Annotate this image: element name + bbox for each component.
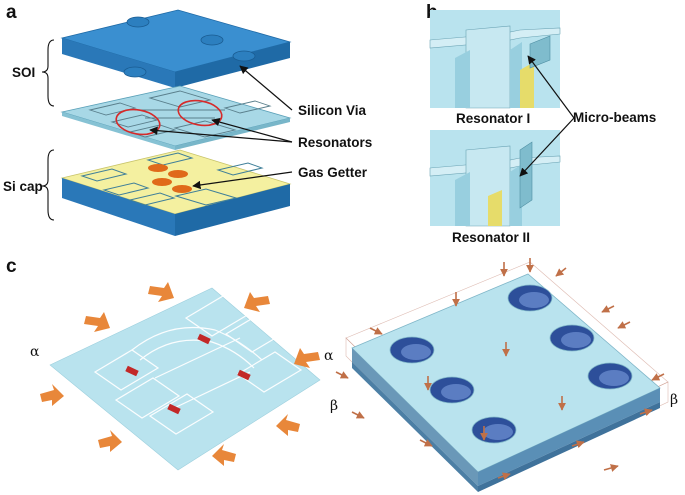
resonators-arrow-1 — [149, 126, 293, 143]
gas-getter — [148, 164, 168, 172]
via-hole — [507, 284, 553, 312]
bc-arrow — [603, 464, 619, 472]
soi-layer — [60, 9, 292, 88]
resonator-2-image — [429, 130, 561, 227]
via-hole — [389, 336, 435, 364]
soi-block-model — [335, 258, 669, 492]
load-arrow — [212, 444, 236, 466]
bc-arrow — [555, 267, 567, 277]
panel-a: a — [3, 2, 372, 236]
bc-arrow — [617, 321, 631, 329]
silicon-via-label: Silicon Via — [298, 103, 367, 118]
panel-letter-a: a — [6, 2, 17, 23]
alpha-right-label: α — [324, 348, 334, 364]
load-arrow — [244, 292, 270, 312]
beta-right-label: β — [670, 392, 678, 408]
bc-arrow — [601, 305, 615, 313]
via-hole — [587, 362, 633, 390]
bc-arrow — [571, 440, 585, 449]
alpha-left-label: α — [30, 344, 40, 360]
load-arrow — [84, 312, 110, 332]
bc-arrow — [335, 371, 349, 379]
bc-arrow — [497, 472, 511, 481]
load-arrow — [98, 430, 122, 452]
bc-arrow — [651, 373, 665, 381]
load-arrow — [294, 348, 320, 368]
panel-b: b Resonator I Resonator II Micro-beams — [426, 2, 656, 245]
resonator-marker — [237, 369, 251, 381]
gas-getter-arrow — [192, 171, 293, 190]
resonator-highlight — [177, 99, 223, 127]
resonators-label: Resonators — [298, 135, 372, 150]
si-cap-label: Si cap — [3, 179, 43, 194]
load-arrow — [148, 282, 174, 302]
bc-arrow — [351, 411, 365, 419]
device-layer-model — [49, 287, 321, 471]
bc-arrow — [639, 408, 653, 417]
resonator-1-label: Resonator I — [456, 111, 530, 126]
micro-beams-arrow-2 — [519, 117, 575, 177]
bc-arrow — [369, 327, 383, 335]
beta-left-label: β — [330, 398, 338, 414]
gas-getter-label: Gas Getter — [298, 165, 368, 180]
resonator-marker — [167, 403, 181, 415]
via-hole — [549, 324, 595, 352]
resonator-layer — [60, 85, 292, 150]
via-hole — [232, 50, 256, 62]
panel-letter-c: c — [6, 256, 17, 277]
via-hole — [429, 376, 475, 404]
si-cap-bracket — [41, 149, 55, 221]
si-cap-layer — [60, 149, 292, 236]
panel-c: c — [6, 256, 678, 492]
soi-bracket — [41, 39, 55, 107]
via-hole — [200, 34, 224, 46]
soi-label: SOI — [12, 65, 35, 80]
resonator-1-image — [429, 10, 561, 109]
bc-arrow — [419, 439, 433, 447]
load-arrows — [40, 282, 320, 466]
load-arrow — [276, 414, 300, 436]
boundary-arrows — [335, 258, 665, 481]
resonator-highlight — [115, 108, 161, 136]
via-hole — [123, 66, 147, 78]
resonators-arrow-2 — [211, 117, 293, 143]
resonator-2-label: Resonator II — [452, 230, 530, 245]
resonator-marker — [197, 333, 211, 345]
micro-beams-arrow-1 — [527, 55, 575, 119]
via-hole — [471, 416, 517, 444]
silicon-via-arrow — [239, 65, 293, 111]
gas-getter — [172, 185, 192, 193]
via-holes — [389, 284, 633, 444]
load-arrow — [40, 384, 64, 406]
via-hole — [126, 16, 150, 28]
gas-getter — [168, 170, 188, 178]
micro-beams-label: Micro-beams — [573, 110, 656, 125]
resonator-marker — [125, 365, 139, 377]
gas-getter — [152, 178, 172, 186]
